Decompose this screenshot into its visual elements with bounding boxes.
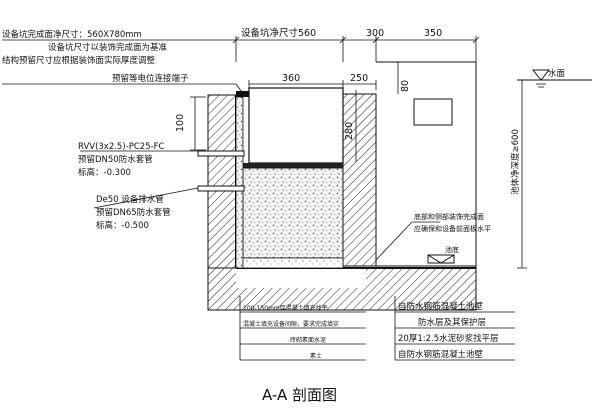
pipe1-elevation: 标高：-0.300: [78, 167, 131, 178]
dim-360: 360: [282, 73, 300, 84]
pipe1-sleeve: 预留DN50防水套管: [78, 154, 153, 165]
layer-right-3: 20厚1:2.5水泥砂浆找平层: [398, 333, 499, 344]
pipe1-spec: RVV(3x2.5)-PC25-FC: [78, 142, 165, 152]
dim-pool-depth: 池体净深度≥600: [510, 129, 521, 195]
equipment-panel: [413, 98, 453, 126]
gravel-fill: [236, 257, 344, 269]
dim-350: 350: [424, 28, 442, 39]
layer-left-2: 混凝土填充设备间隙，要求完成填实: [243, 320, 339, 328]
base-band: [236, 268, 366, 288]
note-pit-basis: 设备坑尺寸以装饰完成面为基准: [48, 42, 168, 53]
equipment-box: [248, 87, 344, 164]
dim-80: 80: [400, 80, 411, 92]
bottom-drain: [427, 254, 455, 264]
dim-250: 250: [350, 73, 368, 84]
pit-inner-wall: [235, 96, 244, 269]
equipment-slab: [242, 163, 343, 168]
pipe2-elevation: 标高：-0.500: [96, 220, 149, 231]
concrete-fill: [242, 167, 344, 259]
layer-left-4: 素土: [310, 352, 322, 360]
label-water-surface: 水面: [548, 68, 566, 79]
drawing-title: A-A 剖面图: [262, 386, 337, 404]
layer-right-2: 防水层及其保护层: [418, 317, 486, 328]
label-finish-note-2: 应确保和设备前面板水平: [414, 224, 491, 233]
right-wall: [342, 93, 377, 267]
pit-cover: [236, 91, 256, 97]
dim-100: 100: [175, 114, 186, 132]
dim-pit-560: 设备坑净尺寸560: [241, 27, 316, 39]
layer-left-3: 砖砌素面水泥: [290, 336, 326, 344]
pipe2-spec: De50 设备排水管: [96, 194, 164, 205]
note-structure-reserve: 结构预留尺寸应根据装饰面实际厚度调整: [2, 55, 156, 66]
label-pool-bottom: 池底: [445, 245, 459, 254]
dim-300: 300: [366, 28, 384, 39]
pipe2-sleeve: 预留DN65防水套管: [96, 207, 171, 218]
layer-right-1: 自防水钢筋混凝土池壁: [398, 301, 484, 312]
label-finish-note-1: 底部和侧部装饰完成面: [414, 212, 484, 221]
water-level-icon: [531, 69, 551, 81]
layer-right-4: 自防水钢筋混凝土池壁: [398, 349, 484, 360]
dim-280: 280: [344, 122, 355, 140]
pipe-sleeve-2: [197, 185, 245, 192]
note-equipotential: 预留等电位连接端子: [112, 73, 189, 84]
layer-left-1: 100-150mm厚混凝土填充找平: [243, 304, 328, 312]
note-pit-size: 设备坑完成面净尺寸：560X780mm: [2, 29, 142, 40]
pipe-sleeve-1: [197, 150, 245, 157]
